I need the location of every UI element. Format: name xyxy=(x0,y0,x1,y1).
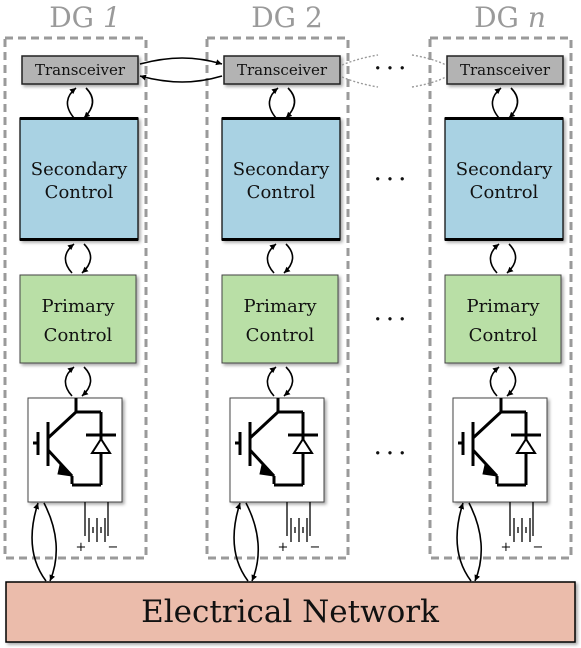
dg-unit-border xyxy=(205,36,350,560)
transceiver-label: Transceiver xyxy=(237,61,328,79)
dg-title: DG n xyxy=(474,1,546,34)
bidirectional-arrow xyxy=(268,87,296,119)
igbt-diode-icon xyxy=(235,398,318,487)
electrical-network-bar: Electrical Network xyxy=(5,581,576,643)
battery-icon: + − xyxy=(76,502,119,555)
network-connection-arrow xyxy=(233,502,260,582)
ellipsis-inverter: ··· xyxy=(374,439,411,469)
secondary-control-label-line2: Control xyxy=(45,182,114,203)
dg-unit: DG 1 Transceiver Secondary Control Prima… xyxy=(3,1,148,582)
primary-control-label-line2: Control xyxy=(246,325,315,346)
transceiver-label: Transceiver xyxy=(460,61,551,79)
network-connection-arrow xyxy=(456,502,483,582)
primary-control-block: Primary Control xyxy=(444,274,562,364)
primary-control-label-line1: Primary xyxy=(466,296,540,317)
bidirectional-arrow xyxy=(266,243,294,274)
dg-unit: DG 2 Transceiver Secondary Control Prima… xyxy=(205,1,350,582)
bidirectional-arrow xyxy=(66,87,94,119)
primary-control-label-line2: Control xyxy=(44,325,113,346)
bidirectional-arrow xyxy=(64,366,92,397)
battery-plus-label: + xyxy=(76,540,87,555)
transceiver-block: Transceiver xyxy=(446,55,564,85)
transceiver-block: Transceiver xyxy=(223,55,341,85)
secondary-control-label-line1: Secondary xyxy=(233,159,330,180)
dg-unit-border xyxy=(428,36,573,560)
bidirectional-arrow xyxy=(64,243,92,274)
primary-control-block: Primary Control xyxy=(19,274,137,364)
network-connection-arrow xyxy=(31,502,58,582)
ellipsis-transceiver: ··· xyxy=(374,54,411,84)
dg-unit-border xyxy=(3,36,148,560)
secondary-control-label-line2: Control xyxy=(470,182,539,203)
battery-minus-label: − xyxy=(533,540,544,555)
bidirectional-arrow xyxy=(489,243,517,274)
secondary-control-block: Secondary Control xyxy=(444,117,564,241)
dg-unit: DG n Transceiver Secondary Control Prima… xyxy=(428,1,573,582)
secondary-control-block: Secondary Control xyxy=(19,117,139,241)
battery-minus-label: − xyxy=(310,540,321,555)
battery-icon: + − xyxy=(501,502,544,555)
secondary-control-label-line1: Secondary xyxy=(31,159,128,180)
inverter-block xyxy=(27,397,123,503)
battery-plus-label: + xyxy=(501,540,512,555)
inverter-block xyxy=(452,397,548,503)
ellipsis-secondary: ··· xyxy=(374,165,411,195)
transceiver-link-faded-left xyxy=(411,54,447,88)
secondary-control-label-line2: Control xyxy=(247,182,316,203)
battery-plus-label: + xyxy=(278,540,289,555)
electrical-network-label: Electrical Network xyxy=(141,594,439,630)
battery-icon: + − xyxy=(278,502,321,555)
transceiver-link-dg1-dg2 xyxy=(139,57,223,83)
primary-control-label-line2: Control xyxy=(469,325,538,346)
primary-control-label-line1: Primary xyxy=(243,296,317,317)
transceiver-block: Transceiver xyxy=(21,55,139,85)
transceiver-label: Transceiver xyxy=(35,61,126,79)
battery-minus-label: − xyxy=(108,540,119,555)
dg-title: DG 1 xyxy=(49,1,121,34)
igbt-diode-icon xyxy=(33,398,116,487)
primary-control-block: Primary Control xyxy=(221,274,339,364)
bidirectional-arrow xyxy=(266,366,294,397)
bidirectional-arrow xyxy=(489,366,517,397)
ellipsis-primary: ··· xyxy=(374,305,411,335)
bidirectional-arrow xyxy=(491,87,519,119)
inverter-block xyxy=(229,397,325,503)
secondary-control-block: Secondary Control xyxy=(221,117,341,241)
primary-control-label-line1: Primary xyxy=(41,296,115,317)
secondary-control-label-line1: Secondary xyxy=(456,159,553,180)
igbt-diode-icon xyxy=(458,398,541,487)
dg-title: DG 2 xyxy=(251,1,323,34)
